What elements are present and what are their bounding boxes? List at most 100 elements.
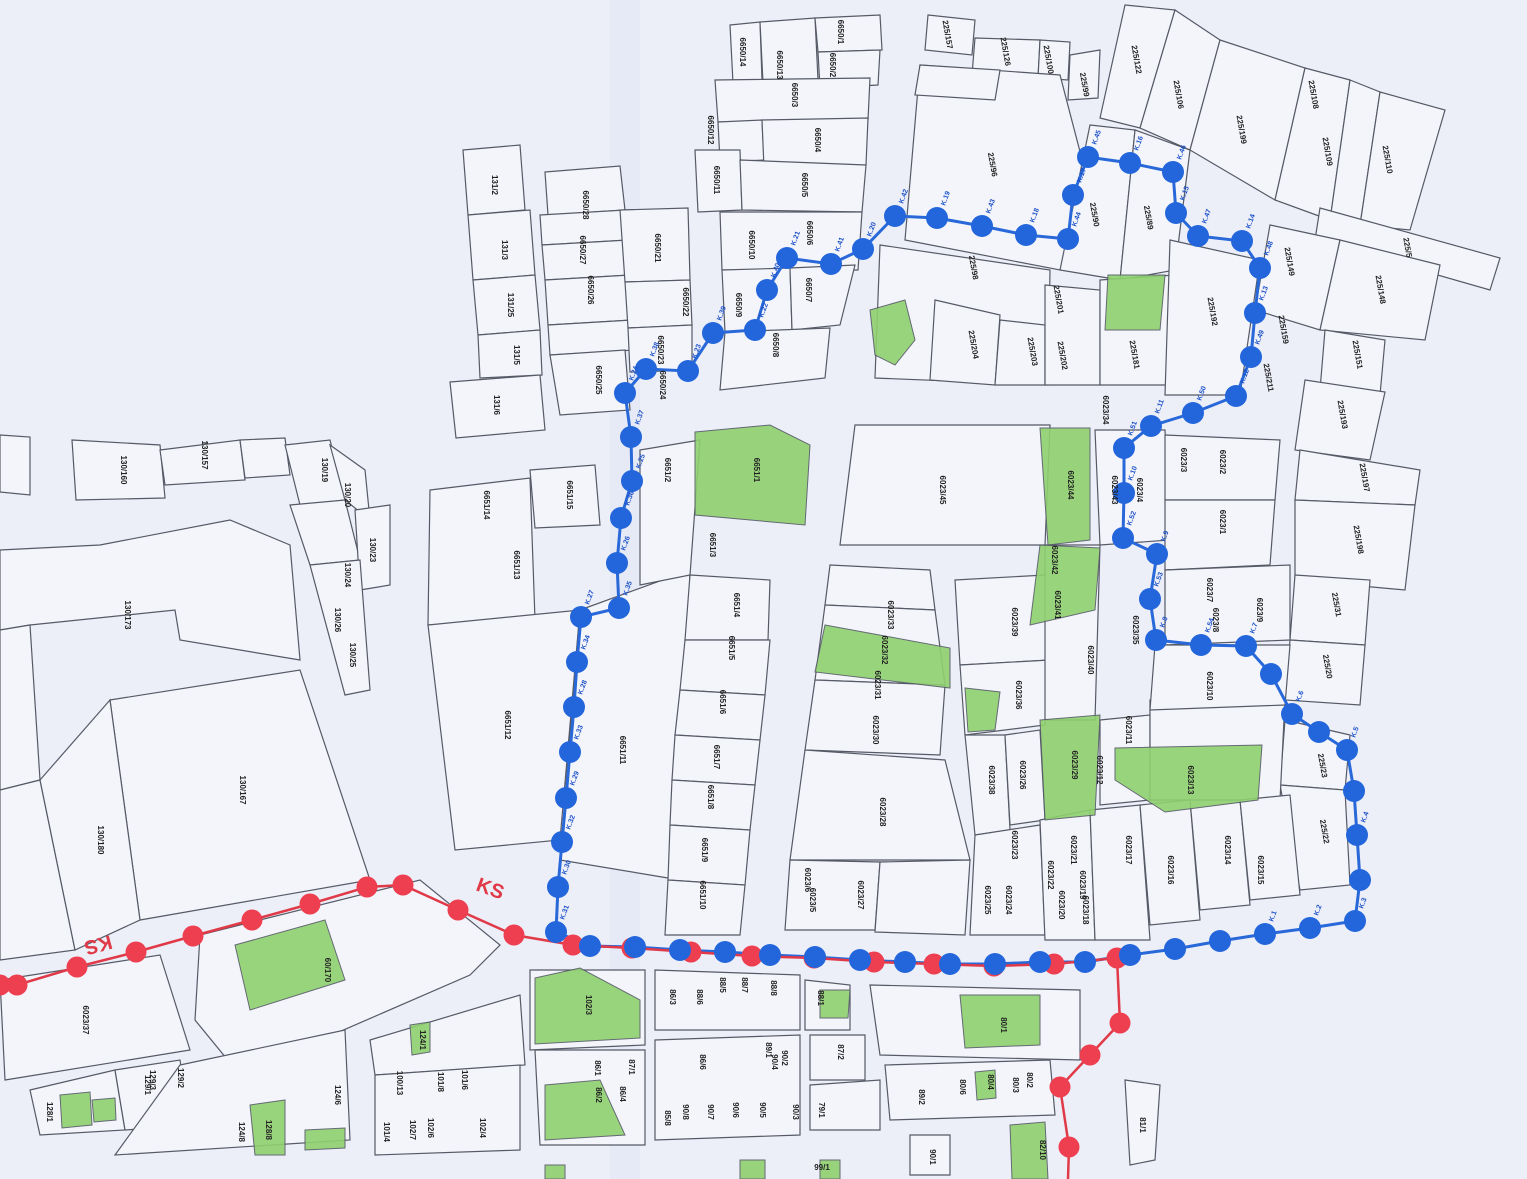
parcel-label: 6650/10 xyxy=(747,231,756,260)
blue-route-point xyxy=(1349,869,1371,891)
blue-route-point xyxy=(852,238,874,260)
parcel-label: 225/31 xyxy=(1330,592,1343,618)
parcel-label: 80/3 xyxy=(1011,1077,1020,1093)
red-route-point xyxy=(66,956,88,978)
blue-route-point xyxy=(820,253,842,275)
parcel-label: 85/8 xyxy=(663,1110,672,1126)
red-route-point xyxy=(1049,1076,1071,1098)
point-label: K.49 xyxy=(1254,329,1266,345)
blue-route-point xyxy=(635,358,657,380)
blue-route-point xyxy=(1260,663,1282,685)
blue-route-point xyxy=(776,247,798,269)
point-label: K.33 xyxy=(573,724,585,740)
parcel-label: 130/167 xyxy=(238,776,247,805)
blue-route-point xyxy=(614,382,636,404)
parcel-label: 6651/12 xyxy=(503,711,512,740)
parcel-label: 6023/26 xyxy=(1018,761,1027,790)
point-label: K.26 xyxy=(620,535,632,551)
parcel-label: 130/173 xyxy=(123,601,132,630)
blue-route-point xyxy=(971,215,993,237)
point-label: K.16 xyxy=(1133,135,1145,151)
blue-route-point xyxy=(621,470,643,492)
blue-route-point xyxy=(1113,482,1135,504)
blue-route-point xyxy=(1164,938,1186,960)
parcel-label: 6650/4 xyxy=(813,128,822,153)
parcel-label: 6650/1 xyxy=(836,20,845,45)
blue-route-point xyxy=(1119,944,1141,966)
parcel-label: 131/25 xyxy=(506,293,515,318)
blue-route-point xyxy=(1343,780,1365,802)
blue-route-point xyxy=(566,651,588,673)
point-label: K.15 xyxy=(1179,185,1191,201)
parcel-label: 130/157 xyxy=(200,441,209,470)
red-route-point xyxy=(447,899,469,921)
point-label: K.11 xyxy=(1154,399,1166,415)
parcel-label: 86/6 xyxy=(698,1054,707,1070)
parcel-label: 90/3 xyxy=(791,1104,800,1120)
blue-route-point xyxy=(1112,527,1134,549)
parcel-label: 6023/12 xyxy=(1095,756,1104,785)
point-label: K.4 xyxy=(1360,811,1370,824)
point-label: K.37 xyxy=(634,409,646,425)
parcel-label: 6023/3 xyxy=(1179,448,1188,473)
parcel-label: 6650/13 xyxy=(775,51,784,80)
parcel-label: 81/1 xyxy=(1138,1117,1147,1133)
blue-route-point xyxy=(547,876,569,898)
parcel-label: 6023/4 xyxy=(1135,478,1144,503)
parcel-label: 6023/10 xyxy=(1205,672,1214,701)
blue-route-point xyxy=(1344,910,1366,932)
point-label: K.41 xyxy=(834,236,846,252)
red-route-point xyxy=(1079,1044,1101,1066)
parcel-label: 6651/2 xyxy=(663,458,672,483)
point-label: K.52 xyxy=(1126,510,1138,526)
point-label: K.10 xyxy=(1127,465,1139,481)
parcel-label: 6023/23 xyxy=(1010,831,1019,860)
parcel-label: 6023/1 xyxy=(1218,510,1227,535)
parcel-label: 6650/7 xyxy=(804,278,813,303)
blue-route-point xyxy=(1281,703,1303,725)
red-route-point xyxy=(6,974,28,996)
parcel-layer xyxy=(0,4,1501,1176)
parcel-label: 6023/39 xyxy=(1010,608,1019,637)
point-label: K.36 xyxy=(624,490,636,506)
parcel-label: 6650/9 xyxy=(734,293,743,318)
parcel-label: 89/1 xyxy=(764,1042,773,1058)
point-label: K.28 xyxy=(577,679,589,695)
blue-route-point xyxy=(894,951,916,973)
point-label: K.3 xyxy=(1358,897,1368,910)
red-route-point xyxy=(182,925,204,947)
point-label: K.5 xyxy=(1350,726,1360,739)
blue-route-point xyxy=(1235,635,1257,657)
blue-route-point xyxy=(608,597,630,619)
red-route-point xyxy=(1058,1136,1080,1158)
point-label: K.42 xyxy=(898,188,910,204)
blue-route-point xyxy=(1209,930,1231,952)
blue-route-point xyxy=(1190,634,1212,656)
parcel-label: 129/1 xyxy=(143,1075,152,1096)
parcel-label: 6650/27 xyxy=(578,236,587,265)
parcel-label: 102/3 xyxy=(584,995,593,1016)
parcel-label: 101/6 xyxy=(460,1070,469,1091)
parcel-label: 87/1 xyxy=(627,1059,636,1075)
point-label: K.24 xyxy=(628,365,640,381)
blue-route-point xyxy=(624,936,646,958)
parcel-label: 124/6 xyxy=(333,1085,342,1106)
parcel-label: 6651/14 xyxy=(482,491,491,520)
parcel-label: 6023/17 xyxy=(1124,836,1133,865)
parcel-label: 6650/12 xyxy=(706,116,715,145)
parcel-label: 6023/16 xyxy=(1166,856,1175,885)
parcel-label: 6023/13 xyxy=(1186,766,1195,795)
blue-route-point xyxy=(1139,588,1161,610)
blue-route-point xyxy=(884,205,906,227)
blue-route-point xyxy=(669,939,691,961)
parcel-label: 87/2 xyxy=(836,1044,845,1060)
blue-route-point xyxy=(1140,415,1162,437)
point-label: K.19 xyxy=(940,190,952,206)
blue-route-point xyxy=(1074,951,1096,973)
point-label: K.43 xyxy=(985,198,997,214)
parcel-label: 130/25 xyxy=(348,643,357,668)
parcel-label: 6023/42 xyxy=(1050,546,1059,575)
point-label: K.50 xyxy=(1196,385,1208,401)
parcel-label: 6651/13 xyxy=(512,551,521,580)
